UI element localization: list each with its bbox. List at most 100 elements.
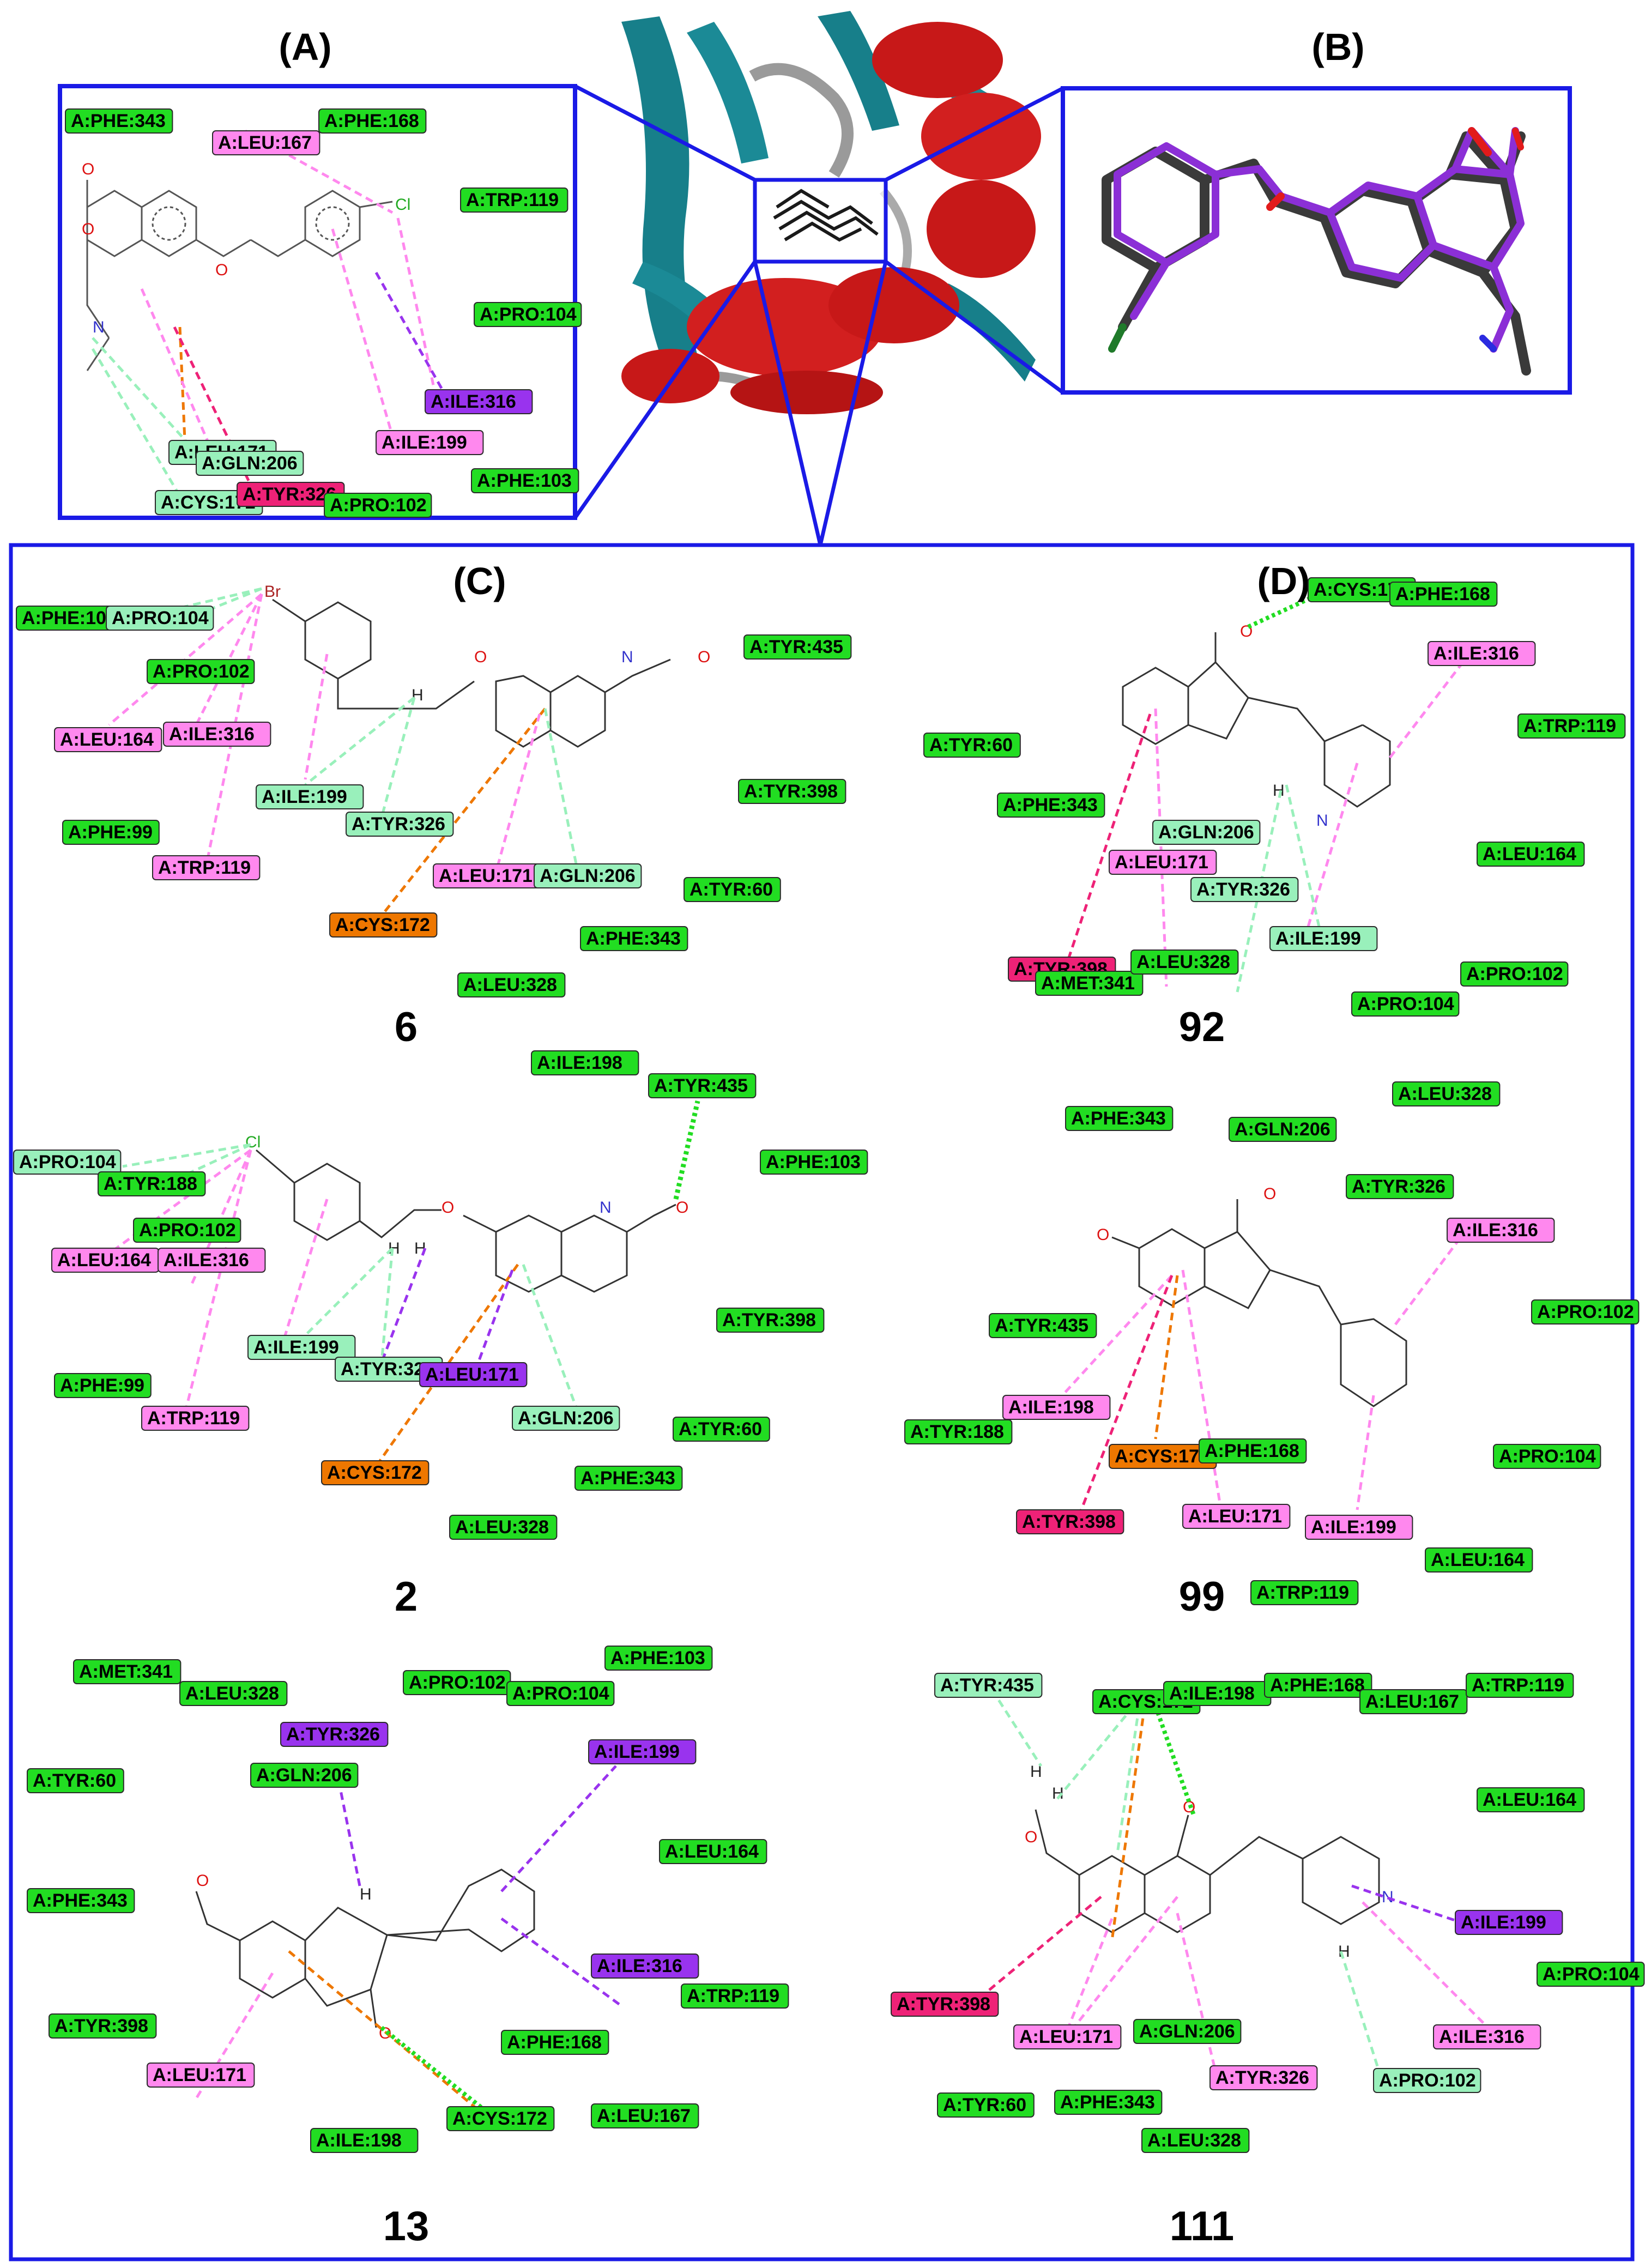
residue-label-c2-a-pro-104: A:PRO:104: [13, 1150, 122, 1175]
residue-text: A:PHE:103: [22, 608, 117, 628]
interactions-111: [969, 1689, 1489, 2072]
residue-text: A:TYR:188: [104, 1174, 197, 1194]
residue-text: A:LEU:328: [1147, 2130, 1241, 2151]
residue-text: A:ILE:199: [1311, 1517, 1396, 1538]
residue-label-c2-a-leu-171: A:LEU:171: [419, 1362, 528, 1387]
residue-label-c99-a-phe-168: A:PHE:168: [1199, 1438, 1307, 1463]
residue-text: A:PRO:102: [1537, 1302, 1634, 1322]
residue-label-c13-a-cys-172: A:CYS:172: [446, 2106, 555, 2131]
compound-label-99: 99: [1179, 1574, 1225, 1620]
svg-text:H: H: [360, 1885, 372, 1903]
residue-text: A:LEU:328: [463, 975, 557, 995]
residue-text: A:ILE:199: [253, 1337, 339, 1358]
residue-text: A:PRO:104: [1499, 1446, 1596, 1467]
residue-text: A:PHE:99: [60, 1375, 144, 1396]
svg-text:O: O: [474, 648, 487, 666]
residue-text: A:CYS:172: [452, 2108, 547, 2129]
residue-label-a-a-trp-119: A:TRP:119: [460, 188, 569, 213]
panel-label-c: (C): [453, 560, 506, 602]
residue-label-c111-a-phe-168: A:PHE:168: [1264, 1673, 1372, 1698]
residue-label-a-a-gln-206: A:GLN:206: [196, 451, 304, 476]
residue-label-c2-a-tyr-188: A:TYR:188: [98, 1171, 206, 1196]
residue-label-c111-a-gln-206: A:GLN:206: [1133, 2019, 1242, 2044]
residue-text: A:LEU:167: [218, 132, 312, 153]
residue-label-c99-a-leu-171: A:LEU:171: [1182, 1504, 1291, 1529]
residue-label-c13-a-ile-316: A:ILE:316: [591, 1953, 699, 1979]
residue-text: A:TRP:119: [1523, 716, 1616, 736]
residue-label-c99-a-tyr-188: A:TYR:188: [904, 1419, 1013, 1444]
residue-text: A:PHE:343: [1003, 795, 1098, 815]
residue-label-c6-a-tyr-435: A:TYR:435: [743, 634, 852, 660]
svg-text:N: N: [1382, 1888, 1394, 1906]
svg-text:O: O: [82, 160, 94, 178]
svg-text:N: N: [621, 648, 633, 666]
residue-text: A:PRO:102: [139, 1220, 236, 1241]
residue-label-c99-a-ile-316: A:ILE:316: [1447, 1218, 1555, 1243]
residue-text: A:PHE:343: [33, 1890, 128, 1911]
residue-label-c13-a-ile-198: A:ILE:198: [310, 2128, 419, 2153]
residue-label-a-a-phe-103: A:PHE:103: [471, 468, 579, 493]
residue-label-c92-a-leu-164: A:LEU:164: [1477, 842, 1585, 867]
svg-text:N: N: [1316, 812, 1328, 830]
panel-labels-cd: (C) (D): [453, 560, 1310, 602]
residue-text: A:ILE:199: [1275, 928, 1361, 949]
residue-text: A:TYR:326: [341, 1359, 434, 1380]
residue-label-c92-a-phe-343: A:PHE:343: [997, 793, 1105, 818]
residue-text: A:ILE:199: [1461, 1912, 1546, 1933]
residue-text: A:ILE:316: [597, 1956, 682, 1976]
svg-text:Cl: Cl: [395, 196, 410, 214]
residue-text: A:LEU:167: [1365, 1691, 1459, 1712]
residue-label-c2-a-pro-102: A:PRO:102: [133, 1218, 241, 1243]
residue-label-c6-a-pro-104: A:PRO:104: [106, 606, 214, 631]
residue-label-c111-a-leu-328: A:LEU:328: [1141, 2128, 1250, 2153]
residue-label-c99-a-pro-102: A:PRO:102: [1531, 1299, 1640, 1324]
residue-label-c6-a-leu-328: A:LEU:328: [457, 972, 566, 997]
residue-label-c111-a-tyr-435: A:TYR:435: [934, 1673, 1043, 1698]
residue-text: A:TYR:398: [1022, 1511, 1116, 1532]
residue-text: A:PHE:168: [1270, 1675, 1365, 1696]
residue-label-c6-a-tyr-398: A:TYR:398: [738, 779, 846, 804]
residue-label-c99-a-pro-104: A:PRO:104: [1493, 1444, 1601, 1469]
residue-label-c6-a-trp-119: A:TRP:119: [152, 855, 261, 880]
residue-label-c6-a-cys-172: A:CYS:172: [329, 912, 438, 938]
interactions-a: [91, 129, 449, 497]
residue-text: A:LEU:167: [597, 2106, 691, 2126]
residue-text: A:ILE:198: [537, 1053, 622, 1073]
residue-text: A:LEU:328: [185, 1683, 279, 1704]
residue-label-c13-a-ile-199: A:ILE:199: [588, 1739, 697, 1764]
residue-label-c92-a-tyr-326: A:TYR:326: [1190, 877, 1299, 902]
residue-label-c2-a-tyr-326: A:TYR:326: [335, 1357, 443, 1382]
residue-text: A:TYR:398: [55, 2016, 148, 2036]
residue-text: A:TYR:188: [910, 1422, 1004, 1442]
residue-label-c92-a-ile-316: A:ILE:316: [1428, 641, 1536, 666]
residue-label-c6-a-pro-102: A:PRO:102: [147, 659, 255, 684]
residue-text: A:LEU:164: [1431, 1550, 1525, 1570]
residue-text: A:LEU:171: [425, 1364, 519, 1385]
residue-label-c6-a-phe-343: A:PHE:343: [580, 926, 688, 951]
svg-text:H: H: [1273, 782, 1285, 800]
residue-text: A:LEU:328: [455, 1517, 549, 1538]
residue-text: A:PRO:104: [19, 1152, 116, 1172]
residue-text: A:PRO:102: [330, 495, 427, 516]
svg-text:N: N: [600, 1199, 612, 1217]
residue-label-c13-a-leu-167: A:LEU:167: [591, 2103, 699, 2128]
residue-text: A:PRO:104: [1543, 1964, 1640, 1985]
residue-label-c2-a-phe-99: A:PHE:99: [54, 1373, 152, 1398]
svg-text:O: O: [215, 261, 228, 279]
residue-text: A:PHE:103: [610, 1648, 705, 1668]
residue-label-c2-a-phe-343: A:PHE:343: [574, 1466, 683, 1491]
residue-text: A:PHE:168: [1205, 1441, 1299, 1461]
residue-text: A:LEU:328: [1136, 952, 1230, 972]
residue-label-c111-a-ile-316: A:ILE:316: [1433, 2024, 1541, 2049]
svg-text:O: O: [82, 220, 94, 238]
residue-text: A:MET:341: [79, 1661, 173, 1682]
residue-label-c111-a-tyr-60: A:TYR:60: [937, 2092, 1035, 2118]
compound-label-13: 13: [383, 2203, 430, 2249]
interactions-2: [108, 1100, 700, 1467]
residue-text: A:LEU:164: [57, 1250, 151, 1271]
residue-text: A:TRP:119: [1472, 1675, 1564, 1696]
residue-text: A:PHE:103: [477, 470, 572, 491]
residue-text: A:PHE:103: [766, 1152, 861, 1172]
